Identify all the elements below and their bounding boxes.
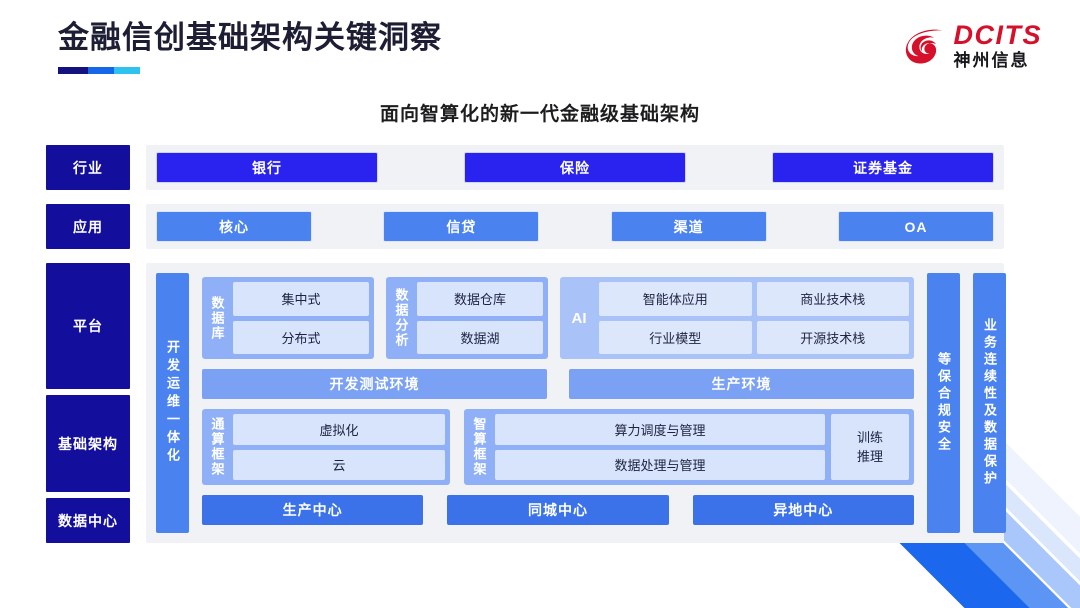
industry-chip-row: 银行 保险 证券基金 bbox=[146, 152, 1004, 183]
tile-compute-scheduling[interactable]: 算力调度与管理 bbox=[495, 414, 825, 445]
page-title: 金融信创基础架构关键洞察 bbox=[58, 20, 442, 55]
group-data-analytics-label: 数据分析 bbox=[393, 288, 409, 348]
brand-logo: DCITS 神州信息 bbox=[902, 22, 1043, 69]
tile-opensource-stack[interactable]: 开源技术栈 bbox=[756, 320, 909, 354]
diagram-content: 银行 保险 证券基金 核心 信贷 渠道 OA 开发运维一体化 等保合规安全 业务… bbox=[146, 142, 1036, 567]
rule-segment-1 bbox=[58, 67, 88, 74]
application-chip-core[interactable]: 核心 bbox=[156, 211, 312, 242]
env-bar-production[interactable]: 生产环境 bbox=[569, 369, 914, 399]
platform-row-environments: 开发测试环境 生产环境 bbox=[202, 369, 914, 399]
rule-segment-2 bbox=[88, 67, 114, 74]
rail-item-datacenter[interactable]: 数据中心 bbox=[46, 498, 130, 543]
datacenter-bar-metro[interactable]: 同城中心 bbox=[447, 495, 669, 525]
application-chip-credit[interactable]: 信贷 bbox=[383, 211, 540, 242]
title-accent-rule bbox=[58, 67, 140, 74]
slide-header: 金融信创基础架构关键洞察 bbox=[58, 18, 442, 74]
platform-panel: 开发运维一体化 等保合规安全 业务连续性及数据保护 数据库 集中式 分布式 bbox=[146, 263, 1006, 543]
platform-row-frameworks: 通算框架 虚拟化 云 智算框架 算力调度与管理 数据处理与 bbox=[202, 409, 914, 485]
group-general-compute-tiles: 虚拟化 云 bbox=[233, 414, 445, 480]
group-intelligent-compute-label: 智算框架 bbox=[471, 417, 487, 477]
application-chip-row: 核心 信贷 渠道 OA bbox=[146, 211, 1004, 242]
tile-data-lake[interactable]: 数据湖 bbox=[417, 320, 543, 354]
tile-centralized[interactable]: 集中式 bbox=[233, 282, 369, 316]
application-band: 核心 信贷 渠道 OA bbox=[146, 204, 1004, 249]
dcits-swoosh-icon bbox=[905, 29, 942, 64]
rail-item-application[interactable]: 应用 bbox=[46, 204, 130, 249]
group-data-analytics-tiles: 数据仓库 数据湖 bbox=[417, 282, 543, 354]
tile-virtualization[interactable]: 虚拟化 bbox=[233, 414, 445, 445]
group-ai-label: AI bbox=[571, 309, 587, 327]
rail-item-industry[interactable]: 行业 bbox=[46, 145, 130, 190]
datacenter-bar-production[interactable]: 生产中心 bbox=[202, 495, 424, 525]
layer-rail: 行业 应用 平台 基础架构 数据中心 bbox=[46, 142, 130, 567]
diagram-subtitle: 面向智算化的新一代金融级基础架构 bbox=[379, 104, 700, 125]
tile-agent-application[interactable]: 智能体应用 bbox=[599, 282, 752, 316]
rule-segment-3 bbox=[114, 67, 140, 74]
group-ai: AI 智能体应用 商业技术栈 行业模型 开源技术栈 bbox=[560, 277, 914, 359]
tile-data-processing[interactable]: 数据处理与管理 bbox=[495, 449, 825, 480]
env-bar-dev-test[interactable]: 开发测试环境 bbox=[202, 369, 547, 399]
tile-commercial-stack[interactable]: 商业技术栈 bbox=[756, 282, 909, 316]
platform-row-capabilities: 数据库 集中式 分布式 数据分析 数据仓库 数据湖 bbox=[202, 277, 914, 359]
group-ai-tiles: 智能体应用 商业技术栈 行业模型 开源技术栈 bbox=[599, 282, 909, 354]
application-chip-oa[interactable]: OA bbox=[837, 211, 994, 242]
rail-item-infrastructure[interactable]: 基础架构 bbox=[46, 395, 130, 492]
industry-chip-bank[interactable]: 银行 bbox=[156, 152, 378, 183]
tile-training-inference[interactable]: 训练 推理 bbox=[831, 414, 909, 480]
devops-vertical-bar[interactable]: 开发运维一体化 bbox=[156, 273, 189, 533]
group-intelligent-compute-framework: 智算框架 算力调度与管理 数据处理与管理 训练 推理 bbox=[464, 409, 914, 485]
group-database-tiles: 集中式 分布式 bbox=[233, 282, 369, 354]
platform-row-datacenters: 生产中心 同城中心 异地中心 bbox=[202, 495, 914, 525]
group-intelligent-compute-inner: 算力调度与管理 数据处理与管理 训练 推理 bbox=[495, 414, 909, 480]
application-chip-channel[interactable]: 渠道 bbox=[610, 211, 767, 242]
logo-english-text: DCITS bbox=[953, 20, 1042, 50]
business-continuity-vertical-bar[interactable]: 业务连续性及数据保护 bbox=[973, 273, 1006, 533]
industry-chip-securities[interactable]: 证券基金 bbox=[772, 152, 994, 183]
tile-cloud[interactable]: 云 bbox=[233, 449, 445, 480]
rail-item-platform[interactable]: 平台 bbox=[46, 263, 130, 389]
group-database: 数据库 集中式 分布式 bbox=[202, 277, 374, 359]
group-data-analytics: 数据分析 数据仓库 数据湖 bbox=[386, 277, 548, 359]
industry-band: 银行 保险 证券基金 bbox=[146, 145, 1004, 190]
tile-distributed[interactable]: 分布式 bbox=[233, 320, 369, 354]
tile-industry-model[interactable]: 行业模型 bbox=[599, 320, 752, 354]
group-intelligent-compute-tiles: 算力调度与管理 数据处理与管理 bbox=[495, 414, 825, 480]
industry-chip-insurance[interactable]: 保险 bbox=[464, 152, 686, 183]
architecture-diagram: 行业 应用 平台 基础架构 数据中心 银行 保险 证券基金 核心 信贷 渠道 bbox=[46, 142, 1036, 567]
tile-training-label: 训练 bbox=[856, 430, 883, 445]
tile-data-warehouse[interactable]: 数据仓库 bbox=[417, 282, 543, 316]
security-compliance-vertical-bar[interactable]: 等保合规安全 bbox=[927, 273, 960, 533]
datacenter-bar-remote[interactable]: 异地中心 bbox=[692, 495, 914, 525]
group-general-compute-framework: 通算框架 虚拟化 云 bbox=[202, 409, 450, 485]
logo-chinese-text: 神州信息 bbox=[953, 51, 1030, 70]
platform-work-area: 数据库 集中式 分布式 数据分析 数据仓库 数据湖 bbox=[202, 277, 914, 531]
group-database-label: 数据库 bbox=[209, 295, 225, 341]
tile-inference-label: 推理 bbox=[856, 449, 883, 464]
group-general-compute-label: 通算框架 bbox=[209, 417, 225, 477]
